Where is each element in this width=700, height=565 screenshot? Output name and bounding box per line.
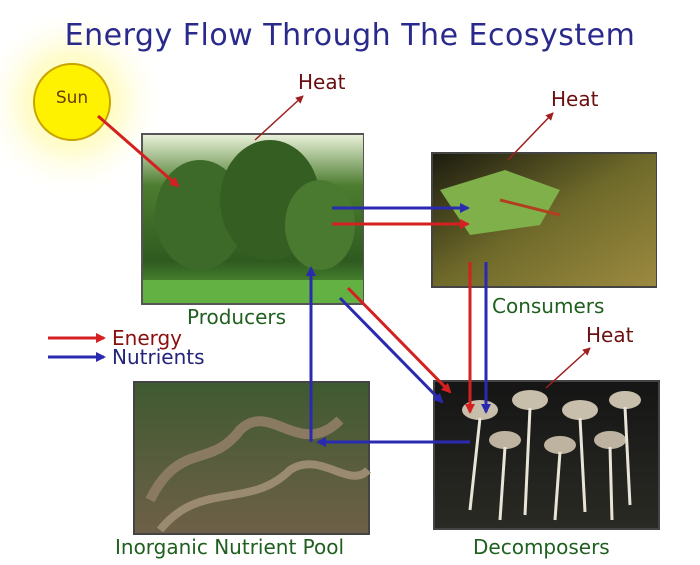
heat-arrow-decomposers <box>545 347 591 389</box>
energy-arrow-sun-producers <box>97 114 180 188</box>
heat-arrow-producers <box>254 95 304 141</box>
consumers-photo <box>431 152 657 288</box>
diagram-title: Energy Flow Through The Ecosystem <box>64 18 636 53</box>
producers-photo <box>141 133 364 305</box>
decomposers-label: Decomposers <box>473 535 610 559</box>
sun-label: Sun <box>55 88 89 108</box>
energy-arrow-producers-decomposers <box>346 286 452 394</box>
legend-energy-label: Energy <box>112 326 183 350</box>
nutrient-arrow-producers-decomposers <box>338 296 444 404</box>
heat-label-consumers: Heat <box>551 87 599 111</box>
pool-label: Inorganic Nutrient Pool <box>115 535 345 559</box>
heat-label-decomposers: Heat <box>586 323 634 347</box>
legend-nutrients-label: Nutrients <box>112 345 205 369</box>
producers-label: Producers <box>187 305 287 329</box>
sun-icon <box>33 63 111 141</box>
decomposers-photo <box>433 380 660 530</box>
pool-photo <box>133 381 371 535</box>
consumers-label: Consumers <box>492 294 605 318</box>
heat-arrow-consumers <box>507 112 554 161</box>
heat-label-producers: Heat <box>298 70 346 94</box>
